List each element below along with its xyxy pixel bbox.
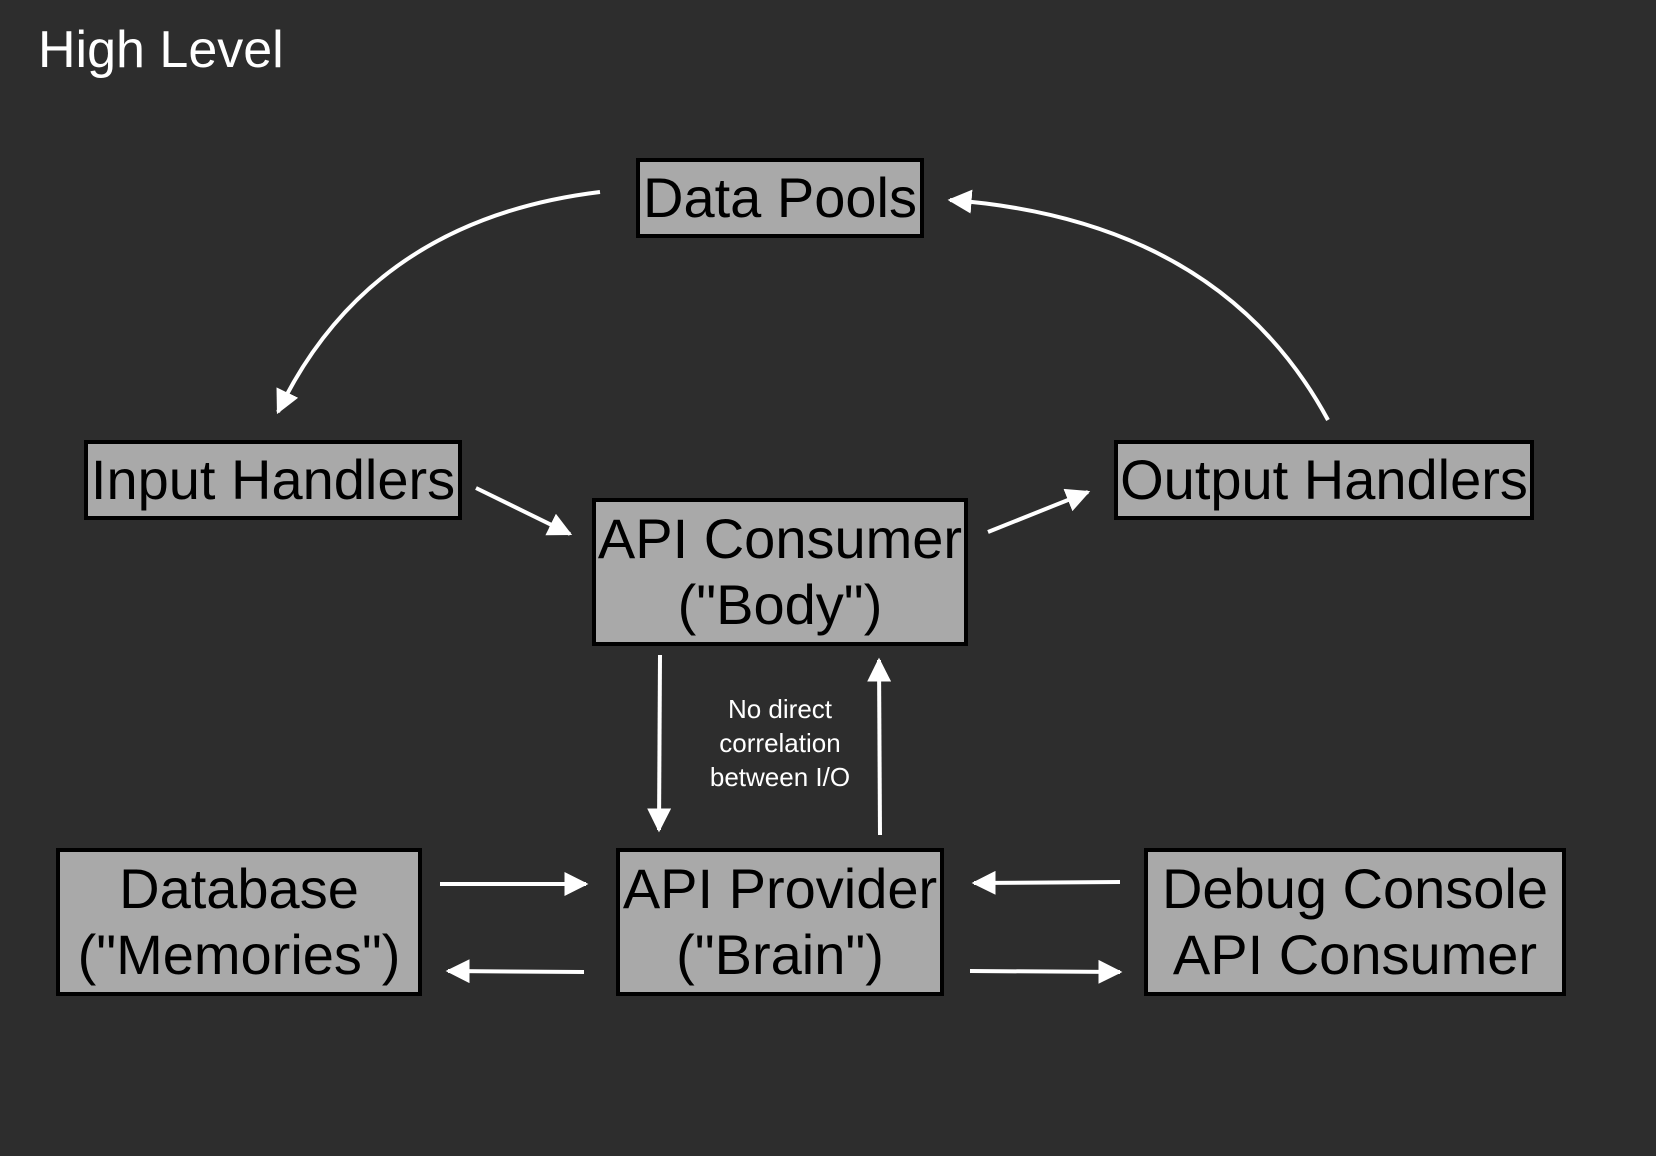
page-title: High Level <box>38 21 284 79</box>
edge-output-to-datapools <box>947 189 1330 421</box>
edge-consumer-to-provider <box>647 654 672 833</box>
node-input-handlers-label: Input Handlers <box>90 448 456 511</box>
node-input-handlers: Input Handlers <box>84 440 462 520</box>
node-database: Database ("Memories") <box>56 848 422 996</box>
edge-provider-to-consumer <box>867 657 892 836</box>
note-line-1: No direct <box>727 694 833 724</box>
node-data-pools: Data Pools <box>636 158 924 238</box>
node-api-provider: API Provider ("Brain") <box>616 848 944 996</box>
node-api-consumer-line2: ("Body") <box>677 573 883 636</box>
edge-provider-to-database <box>445 959 585 984</box>
node-output-handlers: Output Handlers <box>1114 440 1534 520</box>
note-line-3: between I/O <box>709 762 851 792</box>
node-debug-console-line1: Debug Console <box>1161 857 1549 920</box>
edge-consumer-to-output <box>987 488 1091 534</box>
node-database-line2: ("Memories") <box>77 923 401 986</box>
edge-provider-to-debug <box>969 959 1123 984</box>
edge-debug-to-provider <box>971 870 1121 895</box>
node-output-handlers-label: Output Handlers <box>1120 448 1528 511</box>
node-api-consumer-line1: API Consumer <box>597 507 963 570</box>
node-api-provider-line2: ("Brain") <box>676 923 884 986</box>
io-correlation-note: No direct correlation between I/O <box>690 692 870 794</box>
node-database-line1: Database <box>119 857 359 920</box>
node-debug-console: Debug Console API Consumer <box>1144 848 1566 996</box>
node-debug-console-line2: API Consumer <box>1172 923 1538 986</box>
edge-datapools-to-input <box>276 190 601 415</box>
node-api-provider-line1: API Provider <box>622 857 938 920</box>
node-data-pools-label: Data Pools <box>643 166 917 229</box>
edge-input-to-consumer <box>475 486 573 536</box>
node-api-consumer: API Consumer ("Body") <box>592 498 968 646</box>
note-line-2: correlation <box>719 728 841 758</box>
